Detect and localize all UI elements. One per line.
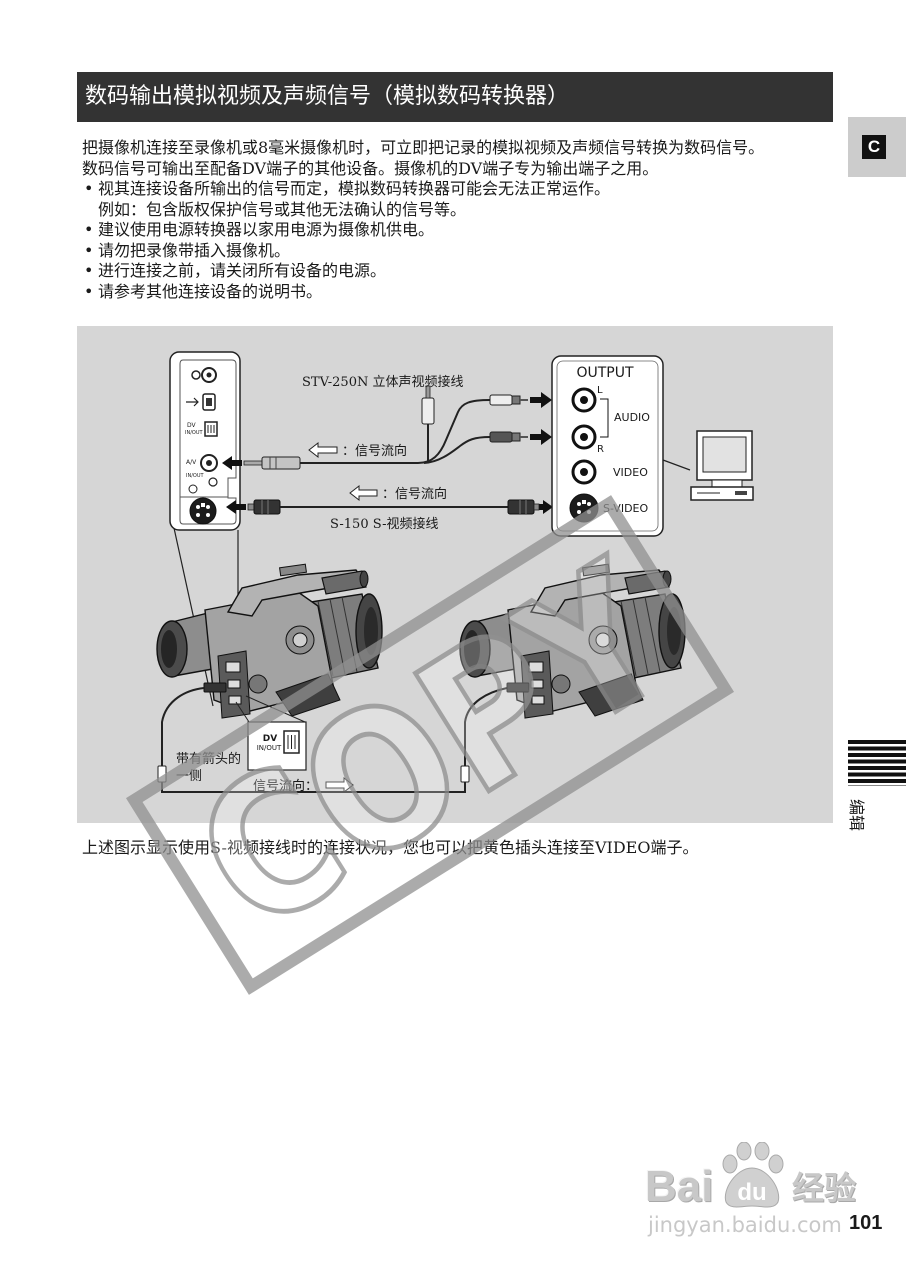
- video-label: VIDEO: [613, 466, 648, 479]
- arrow-into-audio-l-icon: [530, 392, 552, 408]
- baidu-paw-icon: du: [722, 1142, 784, 1208]
- intro-text-block: 把摄像机连接至录像机或8毫米摄像机时，可立即把记录的模拟视频及声频信号转换为数码…: [82, 138, 764, 302]
- bullet-glyph: •: [84, 179, 94, 198]
- output-title: OUTPUT: [576, 365, 634, 381]
- note-text: 请参考其他连接设备的说明书。: [98, 281, 323, 301]
- video-jack-icon: [571, 459, 597, 485]
- bullet-glyph: •: [84, 281, 94, 301]
- av-jack-icon: [200, 454, 218, 472]
- camcorder-left: [156, 563, 383, 719]
- note-text: 进行连接之前，请关闭所有设备的电源。: [98, 261, 387, 280]
- arrow-into-s-video-icon: [539, 500, 553, 514]
- section-side-label: 编辑: [847, 798, 866, 831]
- dv-port-icon: [204, 421, 218, 437]
- baidu-brand-text-2: du: [737, 1179, 766, 1206]
- s-video-jack-icon: [569, 493, 599, 523]
- audio-r-label: R: [597, 444, 604, 455]
- audio-l-plug-icon: [489, 394, 513, 406]
- plug-icon: [460, 765, 470, 783]
- dv-terminal-label: DV: [187, 422, 197, 429]
- audio-l-jack-icon: [571, 387, 597, 413]
- video-plug-icon: [421, 397, 435, 425]
- dv-callout-sublabel: IN/OUT: [257, 744, 282, 752]
- s-video-label: S-VIDEO: [603, 502, 648, 515]
- stereo-video-cable-label: STV-250N 立体声视频接线: [302, 374, 464, 390]
- note-text: 请勿把录像带插入摄像机。: [98, 240, 291, 260]
- arrow-into-av-icon: [222, 456, 242, 470]
- bullet-glyph: •: [84, 240, 94, 260]
- tv-monitor-icon: [690, 430, 754, 501]
- bullet-glyph: •: [84, 220, 94, 239]
- note-text: 视其连接设备所输出的信号而定，模拟数码转换器可能会无法正常运作。: [98, 179, 611, 198]
- audio-r-plug-icon: [489, 431, 513, 443]
- connection-diagram-panel: DV IN/OUT A/V IN/OUT: [77, 326, 833, 823]
- note-continuation: 例如：包含版权保护信号或其他无法确认的信号等。: [98, 199, 467, 219]
- note-item: •进行连接之前，请关闭所有设备的电源。: [82, 261, 764, 282]
- audio-r-jack-icon: [571, 424, 597, 450]
- arrow-into-audio-r-icon: [530, 429, 552, 445]
- output-terminal-panel: OUTPUT L AUDIO R VIDEO S-VIDEO: [551, 355, 664, 537]
- dv-terminal-sublabel: IN/OUT: [185, 430, 203, 436]
- note-item: •请勿把录像带插入摄像机。: [82, 241, 764, 262]
- dv-callout-label: DV: [263, 734, 277, 744]
- page-number: 101: [849, 1212, 883, 1234]
- page-title: 数码输出模拟视频及声频信号（模拟数码转换器）: [85, 84, 570, 109]
- camera-terminal-panel: DV IN/OUT A/V IN/OUT: [169, 351, 241, 531]
- section-title-bar: 数码输出模拟视频及声频信号（模拟数码转换器）: [77, 72, 833, 122]
- note-item: •视其连接设备所输出的信号而定，模拟数码转换器可能会无法正常运作。: [82, 179, 764, 200]
- headphone-jack-icon: [191, 367, 217, 383]
- bullet-glyph: •: [84, 261, 94, 280]
- intro-line: 把摄像机连接至录像机或8毫米摄像机时，可立即把记录的模拟视频及声频信号转换为数码…: [82, 138, 765, 157]
- signal-flow-label: ：信号流向: [342, 443, 407, 459]
- baidu-url-text: jingyan.baidu.com: [648, 1213, 842, 1237]
- hollow-arrow-left-icon: [308, 441, 338, 459]
- section-tab: C: [848, 117, 906, 177]
- note-text: 建议使用电源转换器以家用电源为摄像机供电。: [98, 220, 435, 239]
- hollow-arrow-left-icon: [349, 484, 378, 502]
- note-item: •请参考其他连接设备的说明书。: [82, 282, 764, 303]
- s-video-cable: [226, 499, 553, 515]
- section-tab-letter: C: [862, 135, 886, 159]
- small-jack-icon: [208, 477, 218, 487]
- plug-icon: [157, 765, 167, 783]
- audio-l-label: L: [597, 385, 603, 396]
- audio-label: AUDIO: [614, 411, 650, 424]
- av-terminal-sublabel: IN/OUT: [186, 473, 204, 479]
- hollow-arrow-right-icon: [325, 776, 354, 794]
- arrow-side-label: 带有箭头的: [176, 751, 241, 767]
- intro-line: 数码信号可输出至配备DV端子的其他设备。摄像机的DV端子专为输出端子之用。: [82, 158, 659, 178]
- note-item: •建议使用电源转换器以家用电源为摄像机供电。: [82, 220, 764, 241]
- signal-flow-label: ：信号流向: [382, 486, 447, 502]
- s-video-jack-icon: [189, 497, 217, 525]
- signal-flow-label: 信号流向：: [253, 778, 318, 794]
- diagram-caption: 上述图示显示使用S-视频接线时的连接状况，您也可以把黄色插头连接至VIDEO端子…: [82, 838, 699, 857]
- stereo-video-cable: [222, 385, 552, 470]
- s-video-cable-label: S-150 S-视频接线: [330, 516, 439, 532]
- camcorder-right: [459, 563, 686, 719]
- baidu-jingyan-watermark: Bai du 经验 jingyan.baidu.com: [640, 1140, 857, 1240]
- baidu-jingyan-text: 经验: [792, 1169, 857, 1207]
- connection-diagram: DV IN/OUT A/V IN/OUT: [156, 351, 754, 794]
- s-terminal-icon: [188, 484, 198, 494]
- av-terminal-label: A/V: [186, 459, 197, 466]
- arrow-side-label: 一侧: [176, 769, 202, 784]
- baidu-brand-text: Bai: [645, 1162, 714, 1211]
- section-index-bars: [848, 740, 906, 786]
- usb-port-icon: [186, 393, 216, 411]
